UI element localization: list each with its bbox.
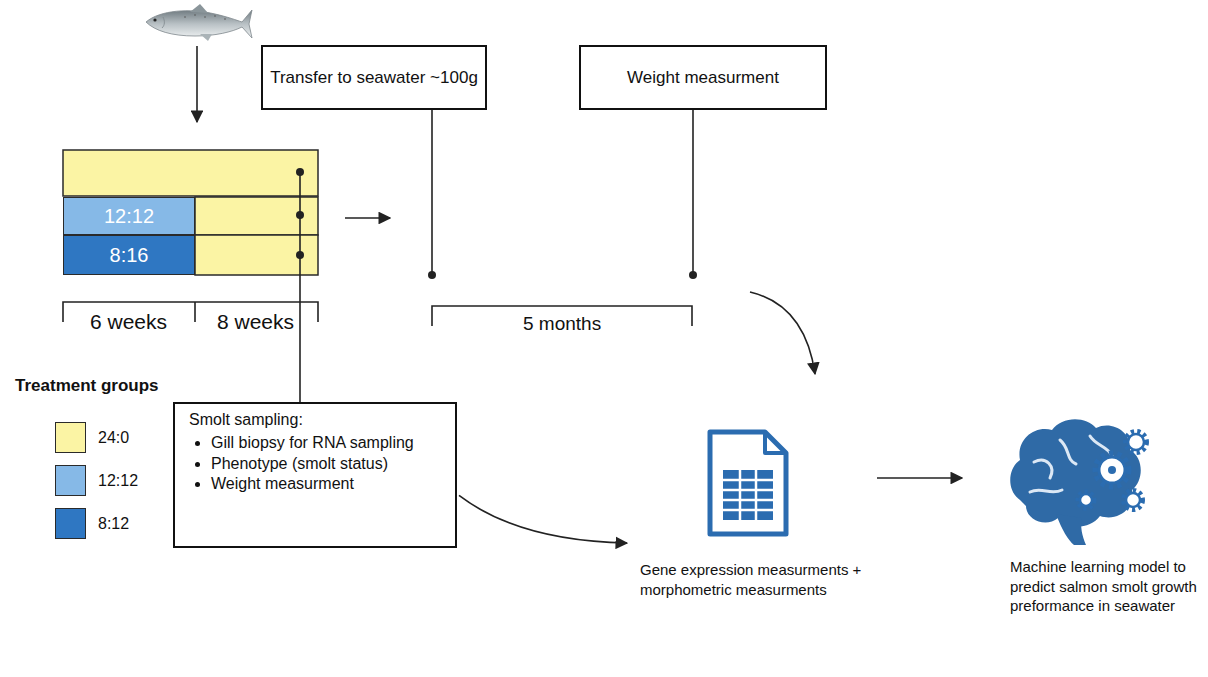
node-caption: Machine learning model to predict salmon… <box>1010 557 1202 616</box>
legend-swatch <box>55 465 86 496</box>
legend-row: 8:12 <box>55 508 129 539</box>
legend-swatch <box>55 508 86 539</box>
flow-connector <box>877 477 962 479</box>
legend-row: 24:0 <box>55 422 129 453</box>
flow-arrow <box>196 46 198 122</box>
model-node: Machine learning model to predict salmon… <box>1000 415 1202 616</box>
box-heading: Smolt sampling: <box>189 410 443 431</box>
bullet-item: Phenotype (smolt status) <box>211 454 443 475</box>
bullet-item: Gill biopsy for RNA sampling <box>211 433 443 454</box>
text-label: 8 weeks <box>217 310 294 334</box>
flow-connector <box>459 495 627 543</box>
legend-row: 12:12 <box>55 465 138 496</box>
process-box: Weight measurment <box>579 45 827 110</box>
data-node: Gene expression measurments + morphometr… <box>630 425 895 599</box>
sampling-line <box>299 172 301 402</box>
bullet-item: Weight measurment <box>211 474 443 495</box>
text-label: 5 months <box>523 313 601 335</box>
box-label: Transfer to seawater ~100g <box>270 68 478 88</box>
text-label: 6 weeks <box>90 310 167 334</box>
box-label: Weight measurment <box>627 68 779 88</box>
node-caption: Gene expression measurments + morphometr… <box>640 560 895 599</box>
brain-icon <box>1010 419 1146 545</box>
legend-label: 24:0 <box>98 429 129 447</box>
photoperiod-band: 12:12 <box>63 197 195 235</box>
photoperiod-band: 8:16 <box>63 235 195 275</box>
legend-label: 8:12 <box>98 515 129 533</box>
sampling-box: Smolt sampling:Gill biopsy for RNA sampl… <box>173 402 457 548</box>
process-box: Transfer to seawater ~100g <box>261 45 487 110</box>
salmon-illustration <box>146 4 252 41</box>
box-label: 12:12 <box>104 205 154 228</box>
box-label: 8:16 <box>110 244 149 267</box>
legend-label: 12:12 <box>98 472 138 490</box>
text-label: Treatment groups <box>15 376 159 396</box>
legend-swatch <box>55 422 86 453</box>
spreadsheet-icon <box>710 432 786 534</box>
flow-arrow <box>345 217 390 219</box>
bullet-text: Gill biopsy for RNA sampling <box>211 434 414 451</box>
light-band <box>63 150 318 196</box>
flow-arrow <box>750 292 815 374</box>
bullet-list: Gill biopsy for RNA samplingPhenotype (s… <box>189 433 443 495</box>
bullet-text: Phenotype (smolt status) <box>211 455 388 472</box>
bullet-text: Weight measurment <box>211 475 354 492</box>
